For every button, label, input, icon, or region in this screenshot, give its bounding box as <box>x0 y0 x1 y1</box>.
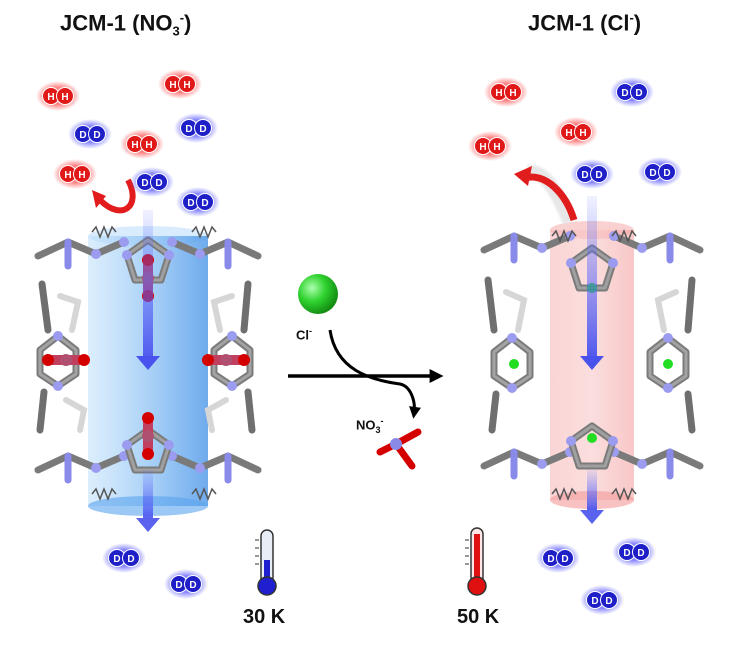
d-atom-label: D <box>623 548 630 559</box>
d-atom-label: D <box>605 596 612 607</box>
d-atom-label: D <box>155 178 162 189</box>
d-atom-label: D <box>637 548 644 559</box>
left-flow-arrow <box>136 518 160 532</box>
d-atom-label: D <box>189 580 196 591</box>
d-atom-label: D <box>561 554 568 565</box>
d-atom-label: D <box>595 170 602 181</box>
h-atom-label: H <box>495 88 502 99</box>
right-framework <box>484 165 700 524</box>
d-atom-label: D <box>635 88 642 99</box>
h-atom-label: H <box>78 170 85 181</box>
h-atom-label: H <box>493 142 500 153</box>
d-atom-label: D <box>199 124 206 135</box>
d-atom-label: D <box>621 88 628 99</box>
h-atom-label: H <box>579 128 586 139</box>
right-temperature: 50 K <box>457 606 500 628</box>
h-atom-label: H <box>47 92 54 103</box>
d-atom-label: D <box>201 198 208 209</box>
h-atom-label: H <box>61 92 68 103</box>
d-atom-label: D <box>663 168 670 179</box>
d-atom-label: D <box>113 554 120 565</box>
d-atom-label: D <box>185 124 192 135</box>
left-framework <box>38 178 258 532</box>
right-reject-arrow <box>523 173 578 222</box>
left-temperature: 30 K <box>243 606 286 628</box>
d-atom-label: D <box>187 198 194 209</box>
d-atom-label: D <box>175 580 182 591</box>
d-atom-label: D <box>93 130 100 141</box>
d-atom-label: D <box>591 596 598 607</box>
free-nitrate <box>376 428 422 470</box>
chloride-label: Cl- <box>296 326 312 343</box>
left-title: JCM-1 (NO3-) <box>60 10 192 39</box>
right-title: JCM-1 (Cl-) <box>528 10 642 36</box>
h-atom-label: H <box>145 140 152 151</box>
anion-exchange <box>288 274 444 470</box>
d-atom-label: D <box>547 554 554 565</box>
right-flow-arrow <box>580 510 604 524</box>
left-reject-arrow <box>97 178 136 214</box>
nitrate-label: NO3- <box>356 416 384 435</box>
thermometer-30k-icon <box>255 529 277 596</box>
h-atom-label: H <box>64 170 71 181</box>
d-atom-label: D <box>127 554 134 565</box>
d-atom-label: D <box>141 178 148 189</box>
d-atom-label: D <box>649 168 656 179</box>
h-atom-label: H <box>509 88 516 99</box>
d-atom-label: D <box>581 170 588 181</box>
h-atom-label: H <box>131 140 138 151</box>
thermometer-50k-icon <box>465 527 487 596</box>
h-atom-label: H <box>169 80 176 91</box>
h-atom-label: H <box>479 142 486 153</box>
h-atom-label: H <box>183 80 190 91</box>
chloride-ion-sphere <box>298 274 338 314</box>
d-atom-label: D <box>79 130 86 141</box>
h-atom-label: H <box>565 128 572 139</box>
